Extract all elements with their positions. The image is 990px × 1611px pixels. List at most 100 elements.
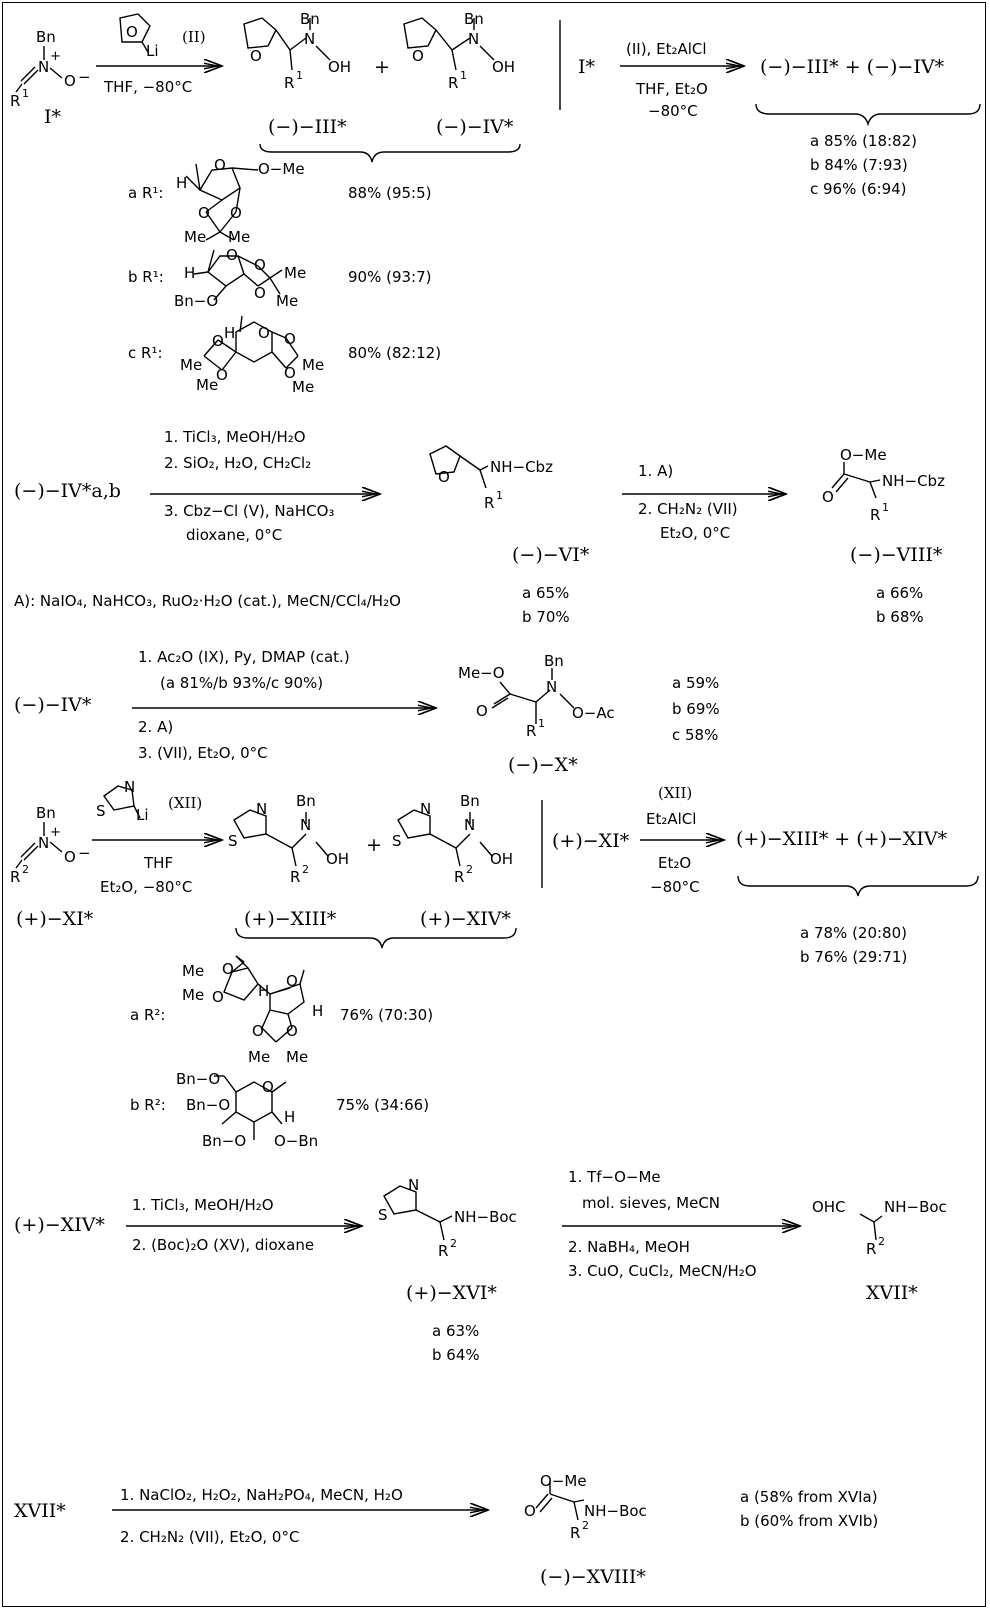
R2b-bno2: Bn−O	[186, 1096, 231, 1114]
R2a-o-ring: O	[286, 972, 298, 990]
s5b-step-1b: mol. sieves, MeCN	[582, 1194, 721, 1212]
III-r-sub: 1	[296, 69, 303, 82]
s5-step-1: 1. TiCl₃, MeOH/H₂O	[132, 1196, 274, 1214]
nitrone-XI-n: N	[38, 834, 50, 852]
VIII-r-sub: 1	[882, 501, 889, 514]
VIII-yield-a: a 66%	[876, 584, 924, 602]
compound-VI-label: (−)−VI*	[512, 544, 590, 566]
XVII-nhboc: NH−Boc	[884, 1198, 947, 1216]
R2b-bonds	[214, 1075, 287, 1140]
s2b-step-3: Et₂O, 0°C	[660, 524, 731, 542]
product-IV-bonds	[403, 17, 495, 71]
XVIII-yield-a: a (58% from XVIa)	[740, 1488, 878, 1506]
IV-n: N	[468, 30, 480, 48]
nitrone-I-bn: Bn	[36, 28, 56, 46]
R1b-o-ring: O	[226, 246, 238, 264]
nitrone-I-plus: +	[50, 49, 61, 64]
product-XIII-bonds	[233, 809, 329, 867]
product-XIV-bonds	[397, 809, 493, 867]
compound-I-label: I*	[44, 106, 62, 128]
XVI-nhboc: NH−Boc	[454, 1208, 517, 1226]
R2b-label: b R²:	[130, 1096, 166, 1114]
right-products-1: (−)−III* + (−)−IV*	[760, 56, 945, 78]
s5-start: (+)−XIV*	[14, 1214, 105, 1236]
compound-XVI-label: (+)−XVI*	[406, 1282, 497, 1304]
nitrone-I-minus: −	[78, 68, 91, 86]
X-r: R	[526, 722, 537, 740]
right-cond-1b: −80°C	[648, 102, 698, 120]
thiazole-s: S	[96, 802, 106, 820]
XIV-r: R	[454, 868, 465, 886]
XI-star-right: (+)−XI*	[552, 830, 630, 852]
X-yield-c: c 58%	[672, 726, 719, 744]
XVII-ohc: OHC	[812, 1198, 846, 1216]
XVIII-ome: O−Me	[540, 1472, 587, 1490]
R1b-bno: Bn−O	[174, 292, 219, 310]
R1a-h: H	[176, 174, 188, 192]
compound-III-label: (−)−III*	[268, 116, 347, 138]
R2b-bno3: Bn−O	[202, 1132, 247, 1150]
right2-yield-b: b 76% (29:71)	[800, 948, 908, 966]
III-oh: OH	[328, 58, 352, 76]
XIV-n: N	[464, 816, 476, 834]
R2a-o4: O	[286, 1022, 298, 1040]
nitrone-XI-r: R	[10, 868, 21, 886]
nitrone-XI-bonds	[15, 822, 63, 869]
R2a-o1: O	[222, 960, 234, 978]
right-cond-2b: −80°C	[650, 878, 700, 896]
nitrone-I-bonds	[15, 46, 63, 93]
R1c-o3: O	[284, 330, 296, 348]
R1c-bonds	[203, 315, 299, 371]
nitrone-I-r: R	[10, 92, 21, 110]
R2a-h2: H	[312, 1002, 324, 1020]
s3-step-1: 1. Ac₂O (IX), Py, DMAP (cat.)	[138, 648, 350, 666]
XVIII-yield-b: b (60% from XVIb)	[740, 1512, 879, 1530]
s4-cond-2: Et₂O, −80°C	[100, 878, 193, 896]
product-XVII-bonds	[859, 1213, 883, 1241]
X-n: N	[546, 678, 558, 696]
furyl-o: O	[126, 23, 138, 41]
right-cond-2a: Et₂O	[658, 854, 692, 872]
XIII-r: R	[290, 868, 301, 886]
XVIII-nhboc: NH−Boc	[584, 1502, 647, 1520]
VI-r: R	[484, 494, 495, 512]
thiazole-li: Li	[136, 806, 149, 824]
VI-o: O	[438, 468, 450, 486]
VI-yield-b: b 70%	[522, 608, 570, 626]
X-yield-a: a 59%	[672, 674, 720, 692]
brace-left-1	[259, 143, 521, 163]
R1c-h: H	[224, 324, 236, 342]
nitrone-I-r-sub: 1	[22, 87, 29, 100]
compound-X-label: (−)−X*	[508, 754, 578, 776]
VIII-nhcbz: NH−Cbz	[882, 472, 945, 490]
nitrone-I-n: N	[38, 58, 50, 76]
reagent-XII: (XII)	[168, 794, 203, 812]
s2b-step-2: 2. CH₂N₂ (VII)	[638, 500, 738, 518]
R2a-bonds	[223, 955, 305, 1043]
XVII-r: R	[866, 1240, 877, 1258]
XIII-bn: Bn	[296, 792, 316, 810]
IV-oh: OH	[492, 58, 516, 76]
XVI-ring-s: S	[378, 1206, 388, 1224]
VIII-ome: O−Me	[840, 446, 887, 464]
III-r: R	[284, 74, 295, 92]
right-yield-a: a 85% (18:82)	[810, 132, 917, 150]
brace-right-1	[755, 103, 981, 127]
X-meo: Me−O	[458, 664, 505, 682]
R2b-obn: O−Bn	[274, 1132, 319, 1150]
R1b-me2: Me	[276, 292, 299, 310]
XVII-r-sub: 2	[878, 1235, 885, 1248]
s2b-step-1: 1. A)	[638, 462, 674, 480]
R1c-o4: O	[284, 364, 296, 382]
R2a-o3: O	[252, 1022, 264, 1040]
XVI-r: R	[438, 1242, 449, 1260]
XIV-ring-s: S	[392, 832, 402, 850]
R1b-me1: Me	[284, 264, 307, 282]
s6-step-1: 1. NaClO₂, H₂O₂, NaH₂PO₄, MeCN, H₂O	[120, 1486, 403, 1504]
right-reagent-2a: (XII)	[658, 784, 693, 802]
product-VI-bonds	[429, 445, 489, 489]
R1c-me4: Me	[292, 378, 315, 396]
compound-XI-label: (+)−XI*	[16, 908, 94, 930]
compound-XVII-label: XVII*	[866, 1282, 918, 1304]
VIII-r: R	[870, 506, 881, 524]
